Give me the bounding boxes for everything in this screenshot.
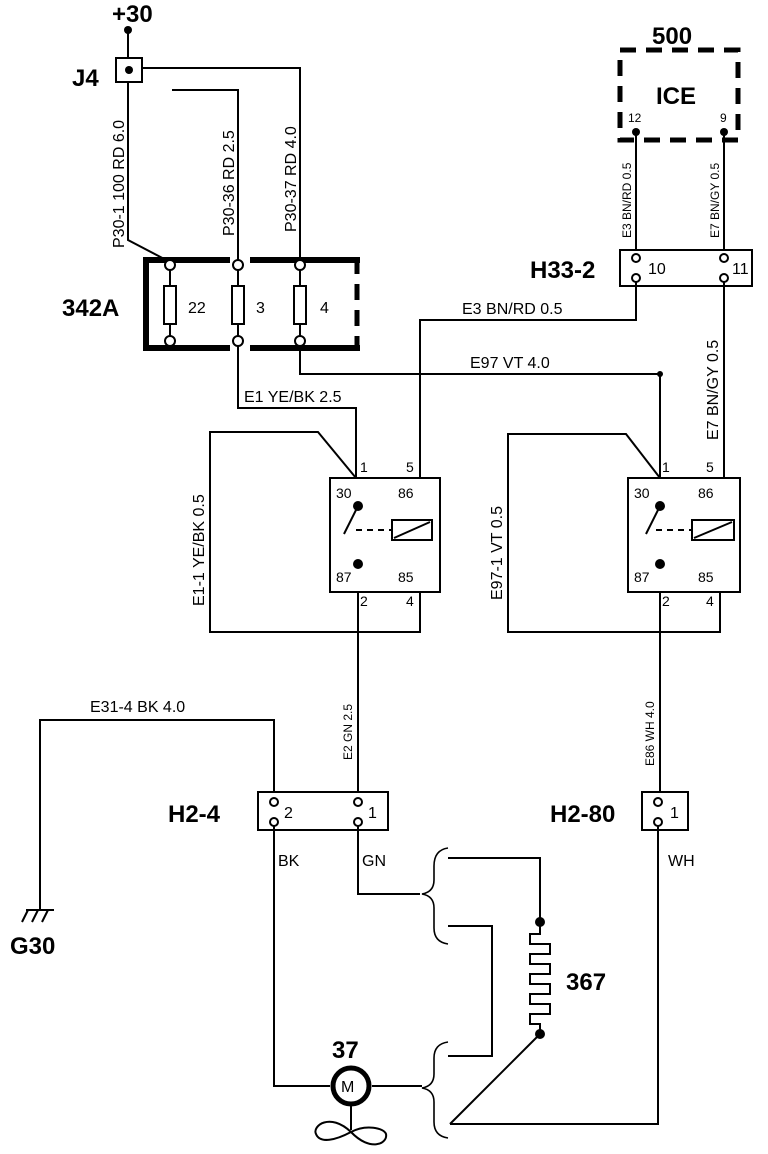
fuse-3-label: 3 (256, 300, 265, 317)
wire-p30-36: P30-36 RD 2.5 (221, 130, 238, 236)
ice-pin-9: 9 (720, 111, 727, 125)
wire-e86-label: E86 WH 4.0 (643, 701, 657, 766)
relay2-term-87: 87 (634, 569, 650, 585)
relay1-pin-4: 4 (406, 593, 414, 609)
motor-37: M 37 (314, 1037, 388, 1146)
relay2-pin-4: 4 (706, 593, 714, 609)
relay1-term-85: 85 (398, 569, 414, 585)
ice-pin-12: 12 (628, 111, 642, 125)
relay-1: E1-1 YE/BK 0.5 1 5 2 4 30 86 87 85 (191, 431, 441, 633)
wire-e97-1-label: E97-1 VT 0.5 (489, 506, 506, 600)
h2-4-label: H2-4 (168, 801, 221, 828)
supply-voltage-label: +30 (112, 1, 153, 28)
relay1-term-87: 87 (336, 569, 352, 585)
wire-gn (357, 826, 420, 895)
ice-unit: 500 ICE 12 9 E3 BN/RD 0.5 E7 BN/GY 0.5 (617, 23, 741, 252)
wire-p30-1: P30-1 100 RD 6.0 (111, 120, 128, 248)
fusebox-342a: 342A 22 3 4 (62, 257, 360, 351)
relay-2: E97-1 VT 0.5 1 5 2 4 30 86 87 85 (489, 433, 741, 633)
ground-g30: G30 (10, 909, 55, 960)
ice-wire-e7: E7 BN/GY 0.5 (708, 163, 722, 238)
wire-e1-1-label: E1-1 YE/BK 0.5 (191, 494, 208, 606)
wire-e2-label: E2 GN 2.5 (341, 704, 355, 760)
ground-label: G30 (10, 933, 55, 960)
h2-4-pin-2: 2 (284, 805, 293, 822)
h2-4-pin-1: 1 (368, 805, 377, 822)
fuse-4: 4 (293, 259, 329, 347)
j4-label: J4 (72, 65, 99, 92)
connector-h2-80: H2-80 1 WH (550, 791, 695, 870)
h2-80-label: H2-80 (550, 801, 615, 828)
wire-e1-label: E1 YE/BK 2.5 (244, 389, 342, 406)
h2-80-wh-label: WH (668, 853, 695, 870)
supply-wires: P30-1 100 RD 6.0 P30-36 RD 2.5 P30-37 RD… (111, 67, 301, 263)
relay2-term-30: 30 (634, 485, 650, 501)
fuse-4-label: 4 (320, 300, 329, 317)
wire-wh (450, 826, 659, 1125)
relay1-term-30: 30 (336, 485, 352, 501)
h2-80-pin-1: 1 (670, 805, 679, 822)
heater-367: 367 (529, 917, 606, 1039)
brace-connectors (372, 847, 541, 1139)
ice-id: 500 (652, 23, 692, 50)
fuse-22: 22 (163, 259, 206, 347)
wire-e1 (237, 346, 357, 478)
wire-e31-4 (39, 719, 275, 910)
relay1-pin-1: 1 (360, 459, 368, 475)
relay2-pin-5: 5 (706, 459, 714, 475)
wire-e3-label: E3 BN/RD 0.5 (462, 301, 563, 318)
motor-label: 37 (332, 1037, 359, 1064)
h33-label: H33-2 (530, 257, 595, 284)
connector-h33-2: H33-2 10 11 (530, 249, 753, 287)
ice-wire-e3: E3 BN/RD 0.5 (620, 162, 634, 238)
connector-h2-4: H2-4 2 1 BK GN (168, 791, 389, 870)
h33-pin-11: 11 (732, 261, 749, 278)
relay2-pin-2: 2 (662, 593, 670, 609)
relay2-term-85: 85 (698, 569, 714, 585)
relay1-pin-5: 5 (406, 459, 414, 475)
relay1-pin-2: 2 (360, 593, 368, 609)
h33-pin-10: 10 (648, 261, 666, 278)
wire-bk (273, 826, 330, 1087)
relay2-term-86: 86 (698, 485, 714, 501)
wire-e31-label: E31-4 BK 4.0 (90, 699, 185, 716)
wire-e7-label: E7 BN/GY 0.5 (705, 340, 722, 440)
relay2-pin-1: 1 (662, 459, 670, 475)
fuse-3: 3 (231, 259, 265, 347)
wire-e97 (299, 346, 661, 478)
wire-e3 (419, 282, 637, 478)
ice-name: ICE (656, 83, 696, 110)
h2-4-gn-label: GN (362, 853, 386, 870)
fuse-22-label: 22 (188, 300, 206, 317)
fusebox-label: 342A (62, 295, 119, 322)
wire-e97-label: E97 VT 4.0 (470, 355, 550, 372)
relay1-term-86: 86 (398, 485, 414, 501)
supply-terminal: +30 J4 (72, 1, 153, 92)
heater-label: 367 (566, 969, 606, 996)
motor-symbol: M (341, 1079, 354, 1096)
h2-4-bk-label: BK (278, 853, 300, 870)
wire-p30-37: P30-37 RD 4.0 (283, 126, 300, 232)
